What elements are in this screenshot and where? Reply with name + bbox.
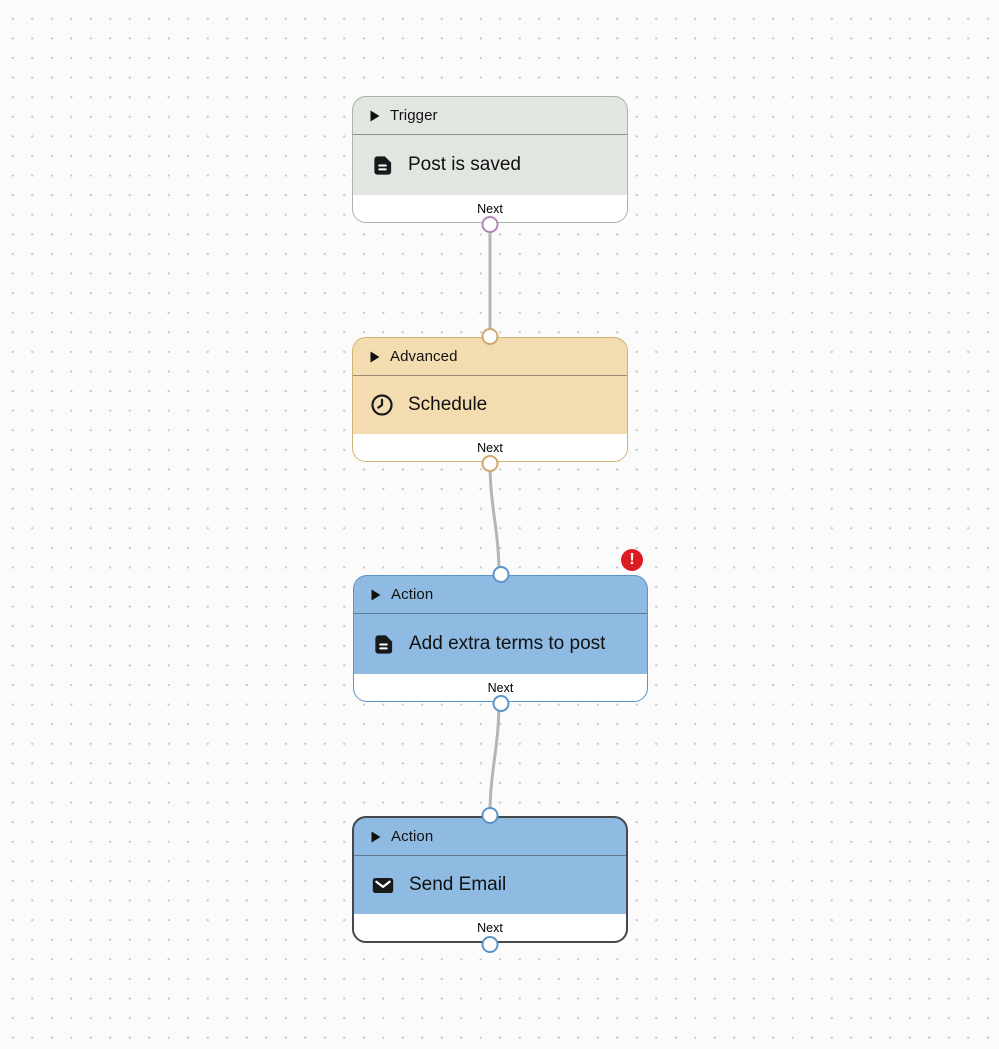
input-port[interactable] <box>481 327 499 345</box>
node-header: Action <box>354 818 626 856</box>
workflow-node-trigger[interactable]: Trigger Post is saved Next <box>352 96 628 233</box>
next-label: Next <box>487 680 514 695</box>
node-title: Post is saved <box>408 154 521 175</box>
node-body: Send Email <box>354 856 626 914</box>
node-header: Action <box>354 576 647 614</box>
node-body: Post is saved <box>353 135 627 195</box>
input-port[interactable] <box>481 806 499 824</box>
node-card: Advanced Schedule Next <box>352 337 628 462</box>
node-title: Send Email <box>409 874 507 895</box>
error-badge[interactable]: ! <box>621 549 643 571</box>
node-category-label: Action <box>391 828 434 845</box>
node-title: Schedule <box>408 394 488 415</box>
next-label: Next <box>477 920 503 935</box>
node-title: Add extra terms to post <box>409 633 606 654</box>
envelope-icon <box>371 873 395 897</box>
document-icon <box>371 632 395 656</box>
node-footer: Next <box>354 914 626 941</box>
node-category-label: Advanced <box>390 348 458 365</box>
document-icon <box>370 153 394 177</box>
workflow-node-add-extra-terms[interactable]: Action Add extra terms to post Next ! <box>353 549 648 712</box>
caret-right-icon[interactable] <box>371 831 381 843</box>
node-card: Action Add extra terms to post Next <box>353 575 648 702</box>
caret-right-icon[interactable] <box>370 110 380 122</box>
node-body: Schedule <box>353 376 627 434</box>
workflow-node-send-email[interactable]: Action Send Email Next <box>352 806 628 953</box>
connection-edge-advanced-action1[interactable] <box>488 461 501 575</box>
node-card: Action Send Email Next <box>352 816 628 943</box>
next-label: Next <box>477 201 503 216</box>
node-card: Trigger Post is saved Next <box>352 96 628 223</box>
workflow-node-schedule[interactable]: Advanced Schedule Next <box>352 327 628 472</box>
output-port[interactable] <box>481 215 499 233</box>
node-header: Advanced <box>353 338 627 376</box>
input-port[interactable] <box>492 565 509 583</box>
clock-icon <box>370 393 394 417</box>
connection-edge-action1-action2[interactable] <box>488 701 501 816</box>
output-port[interactable] <box>481 935 499 953</box>
next-label: Next <box>477 440 503 455</box>
caret-right-icon[interactable] <box>370 351 380 363</box>
node-body: Add extra terms to post <box>354 614 647 674</box>
output-port[interactable] <box>492 694 509 712</box>
node-category-label: Trigger <box>390 107 438 124</box>
node-category-label: Action <box>391 586 434 603</box>
caret-right-icon[interactable] <box>371 589 381 601</box>
output-port[interactable] <box>481 454 499 472</box>
node-header: Trigger <box>353 97 627 135</box>
